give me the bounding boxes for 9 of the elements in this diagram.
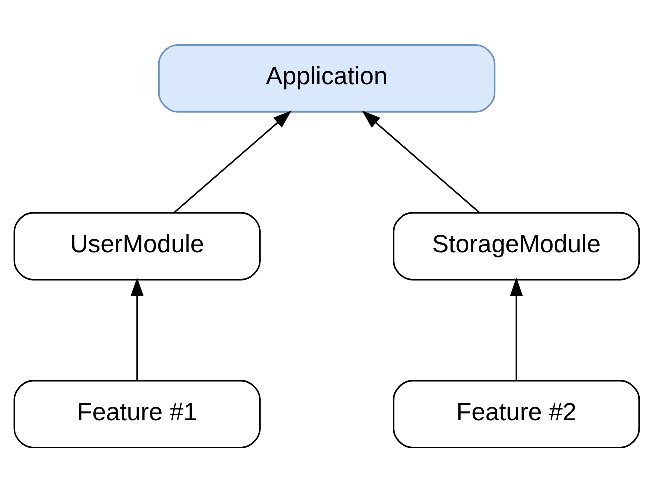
arrow [174, 110, 292, 213]
node-box: UserModule [14, 212, 261, 280]
arrow [130, 277, 144, 380]
arrow [362, 110, 480, 213]
node-box: StorageModule [393, 212, 640, 280]
node-box: Application [158, 44, 496, 112]
node-box: Feature #1 [14, 380, 261, 448]
node-box: Feature #2 [393, 380, 640, 448]
arrow [510, 277, 524, 380]
